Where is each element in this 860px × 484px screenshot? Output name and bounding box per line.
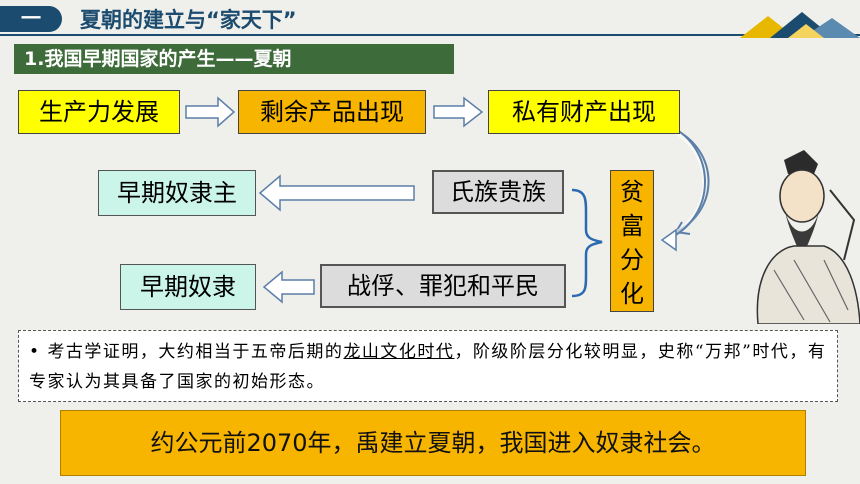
flow-upper-class: 氏族贵族 bbox=[432, 170, 564, 214]
mountain-decoration-icon bbox=[740, 12, 860, 38]
right-arrow-icon bbox=[185, 96, 236, 128]
left-arrow-icon bbox=[262, 270, 315, 304]
brace-icon bbox=[571, 188, 603, 298]
note-text-part2: ，阶级阶层分化较明显，史称“万邦”时代，有专家认为其具备了国家的初始形态。 bbox=[29, 342, 827, 392]
note-text-part1: 考古学证明，大约相当于五帝后期的 bbox=[47, 342, 344, 362]
flow-step-productivity: 生产力发展 bbox=[18, 90, 180, 134]
flow-lower-class: 战俘、罪犯和平民 bbox=[320, 264, 566, 308]
conclusion-banner: 约公元前2070年，禹建立夏朝，我国进入奴隶社会。 bbox=[60, 410, 806, 476]
header-divider bbox=[0, 34, 860, 36]
section-banner: 1.我国早期国家的产生——夏朝 bbox=[14, 44, 454, 74]
bullet-icon: • bbox=[29, 342, 41, 362]
longshan-culture-term: 龙山文化时代 bbox=[343, 342, 455, 362]
flow-step-private-property: 私有财产出现 bbox=[488, 90, 680, 134]
flow-slave: 早期奴隶 bbox=[120, 264, 256, 310]
flow-slave-owner: 早期奴隶主 bbox=[98, 170, 256, 216]
yu-portrait-illustration bbox=[756, 150, 860, 324]
flow-step-surplus: 剩余产品出现 bbox=[238, 90, 426, 134]
left-arrow-icon bbox=[258, 174, 415, 212]
curved-arrow-icon bbox=[671, 127, 710, 235]
section-number-badge: 一 bbox=[0, 6, 62, 32]
flow-step-wealth-gap: 贫富分化 bbox=[610, 170, 654, 312]
right-arrow-icon bbox=[433, 96, 484, 128]
page-title: 夏朝的建立与“家天下” bbox=[80, 8, 297, 32]
archaeology-note: • 考古学证明，大约相当于五帝后期的龙山文化时代，阶级阶层分化较明显，史称“万邦… bbox=[18, 330, 838, 402]
